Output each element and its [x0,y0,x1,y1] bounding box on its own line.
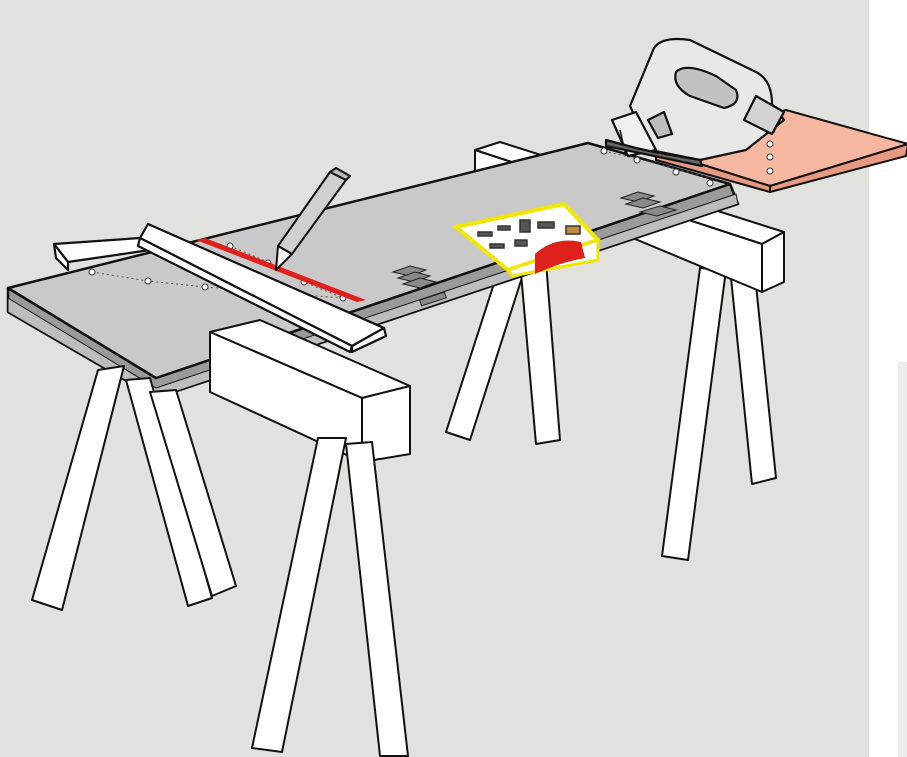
side-strip [898,362,907,757]
